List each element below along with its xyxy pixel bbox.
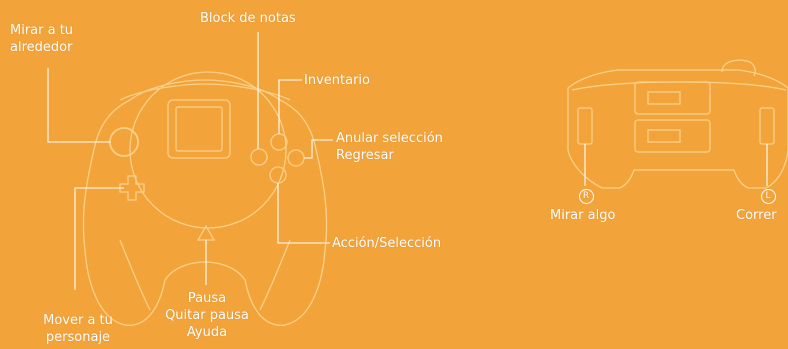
label-cancel-line2: Regresar [336,148,394,163]
center-dome [129,71,287,229]
label-inventory: Inventario [304,72,370,89]
label-action: Acción/Selección [332,235,441,252]
button-a [269,166,287,184]
memory-card-screen [175,106,223,152]
button-y [270,133,288,151]
label-notepad-text: Block de notas [200,11,296,26]
label-pause-line1: Pausa [187,291,227,306]
d-pad [119,175,145,201]
label-look-around: Mirar a tu alrededor [10,22,73,56]
label-l-trigger-marker: L [759,186,777,204]
back-controller-body [567,69,788,189]
back-top-edge [571,81,787,91]
button-b [287,149,305,167]
line-inventory [278,79,302,134]
back-slot-lower-inner [647,129,681,143]
line-move [74,187,124,290]
label-r-trigger: Mirar algo [550,207,615,224]
back-slot-lower [634,119,711,153]
label-cancel: Anular selección Regresar [336,130,443,164]
label-action-text: Acción/Selección [332,236,442,251]
label-inventory-text: Inventario [304,73,370,88]
button-x [250,148,268,166]
label-pause-line3: Ayuda [186,325,228,340]
label-notepad: Block de notas [200,10,296,27]
label-l-trigger: Correr [736,207,777,224]
line-action [277,183,330,244]
back-stick [721,59,756,77]
label-cancel-line1: Anular selección [336,131,443,146]
analog-stick [109,127,139,157]
front-controller-body [82,79,328,326]
front-grip-right [259,239,291,311]
label-pause: Pausa Quitar pausa Ayuda [148,290,266,341]
label-r-trigger-marker: R [577,186,595,204]
label-l-trigger-text: Correr [736,208,777,223]
front-controller [82,71,328,326]
right-trigger [577,107,593,145]
label-move-line2: personaje [45,330,111,345]
back-slot-upper [634,81,711,115]
label-look-around-line2: alrededor [10,40,73,55]
back-controller [567,59,788,189]
triggers-back [119,83,291,101]
front-grip-left [119,239,151,311]
line-look-around [47,68,110,143]
label-move-line1: Mover a tu [43,313,113,328]
label-look-around-line1: Mirar a tu [10,23,74,38]
label-move: Mover a tu personaje [28,312,128,346]
front-callout-lines [47,32,333,290]
left-trigger [759,107,775,145]
r-trigger-letter: R [578,189,594,204]
memory-card-slot [167,99,231,159]
l-trigger-letter: L [760,189,776,204]
back-slot-upper-inner [647,91,681,105]
line-cancel [304,139,333,159]
label-pause-line2: Quitar pausa [165,308,249,323]
back-callout-lines [584,144,768,186]
label-r-trigger-text: Mirar algo [550,208,616,223]
